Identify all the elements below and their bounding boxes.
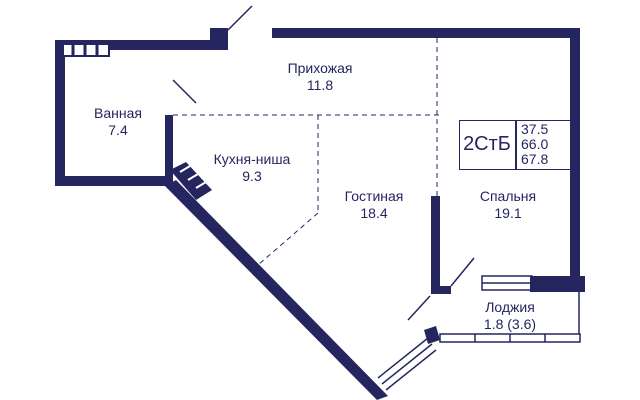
room-name: Спальня bbox=[479, 188, 537, 204]
living-area-value: 37.5 bbox=[521, 121, 549, 137]
room-name: Кухня-ниша bbox=[213, 151, 291, 167]
room-name: Гостиная bbox=[344, 188, 404, 204]
room-area: 1.8 (3.6) bbox=[483, 316, 537, 332]
room-area: 9.3 bbox=[242, 168, 262, 184]
room-area: 18.4 bbox=[360, 205, 388, 221]
room-area: 19.1 bbox=[494, 205, 522, 221]
wall-right bbox=[570, 28, 580, 290]
zone-lines bbox=[173, 38, 440, 266]
bathroom-window bbox=[62, 43, 110, 57]
room-name: Прихожая bbox=[287, 60, 353, 76]
wall-diagonal bbox=[165, 180, 388, 400]
balcony-door bbox=[377, 337, 437, 391]
loggia-window bbox=[439, 275, 581, 343]
walls bbox=[55, 28, 585, 400]
badge-frame bbox=[459, 120, 575, 170]
wall-left bbox=[55, 40, 65, 186]
full-area-value: 67.8 bbox=[521, 151, 549, 167]
apartment-type: 2СтБ bbox=[463, 133, 511, 155]
room-area: 11.8 bbox=[306, 77, 334, 93]
room-name: Ванная bbox=[94, 105, 142, 121]
apartment-badge: 2СтБ 37.5 66.0 67.8 bbox=[459, 120, 575, 170]
room-area: 7.4 bbox=[108, 122, 128, 138]
wall-top-right bbox=[272, 28, 578, 38]
wall-bedroom-stub bbox=[431, 286, 451, 294]
wall-bottom-left bbox=[55, 176, 171, 186]
wall-bedroom-partition bbox=[431, 196, 440, 292]
wall-corner-bottom bbox=[424, 326, 440, 344]
wall-entry-step bbox=[210, 28, 228, 50]
total-area-value: 66.0 bbox=[521, 136, 549, 152]
wall-top-left bbox=[55, 40, 220, 50]
badge-divider bbox=[515, 120, 517, 170]
room-name: Лоджия bbox=[485, 299, 535, 315]
wall-bath-inner bbox=[165, 115, 173, 185]
doors bbox=[172, 5, 475, 321]
vent-stripes bbox=[179, 165, 207, 189]
wall-loggia-block bbox=[530, 276, 585, 292]
